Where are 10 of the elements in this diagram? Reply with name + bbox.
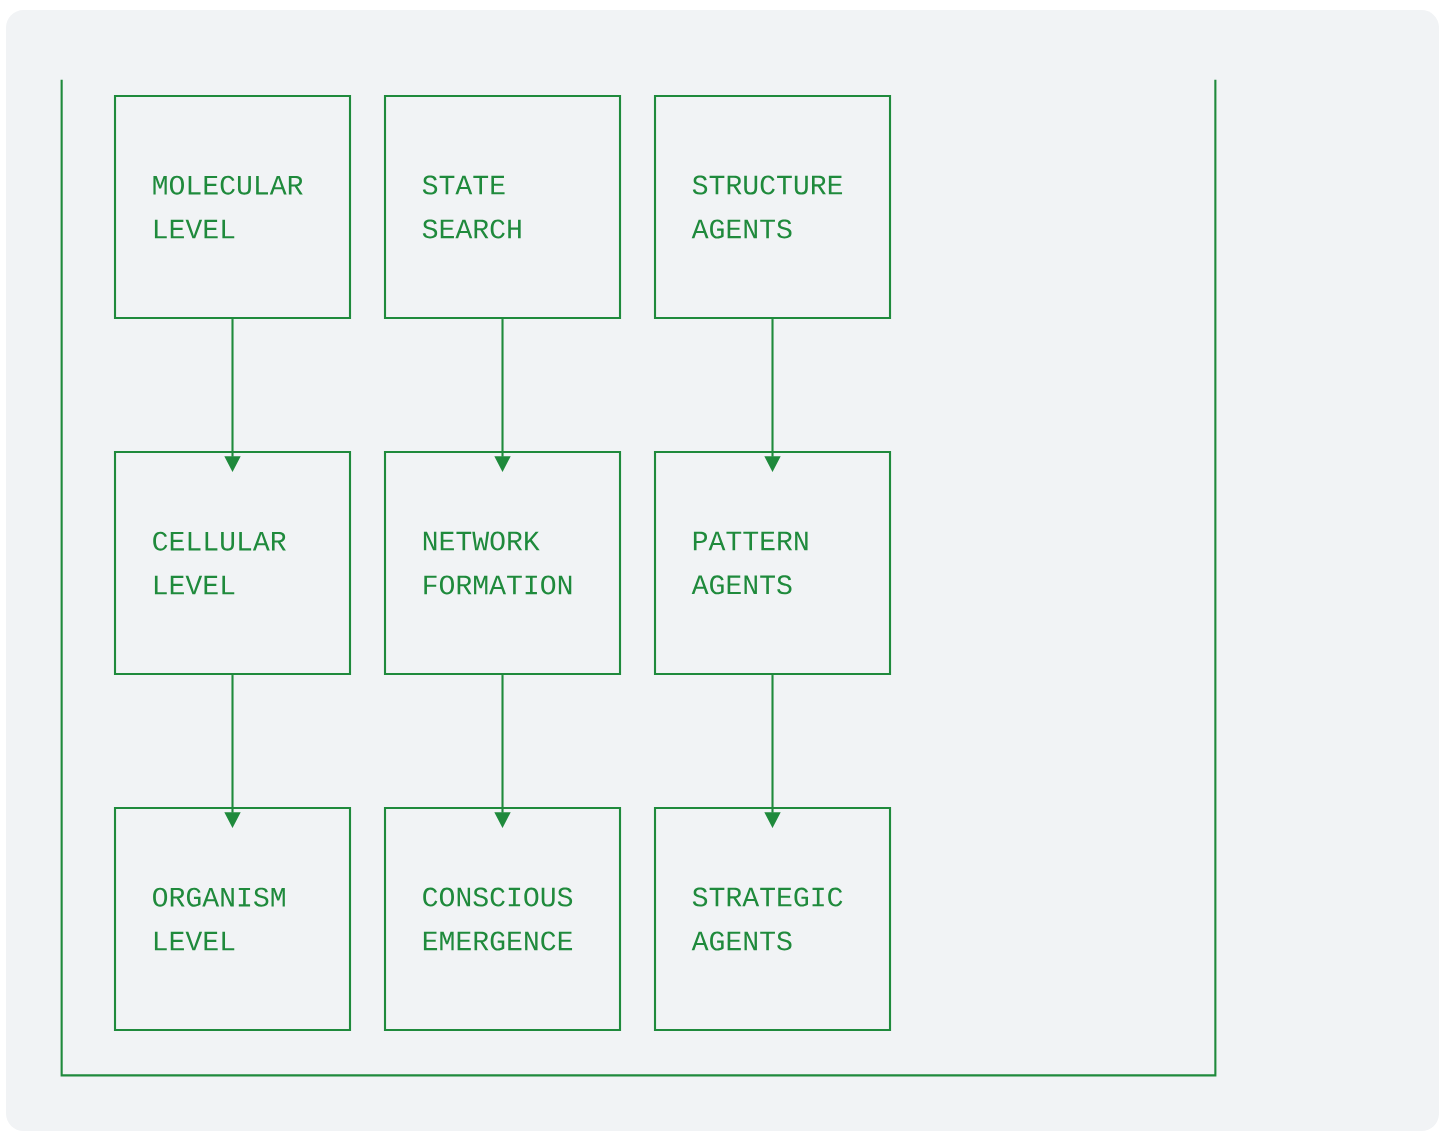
text-box: MOLECULAR LEVEL xyxy=(113,94,352,320)
text-box: PATTERN AGENTS xyxy=(653,450,892,676)
text-box: STRUCTURE AGENTS xyxy=(653,94,892,320)
text-box: CONSCIOUS EMERGENCE xyxy=(383,806,622,1032)
text-box: CELLULAR LEVEL xyxy=(113,450,352,676)
text-box: STRATEGIC AGENTS xyxy=(653,806,892,1032)
text-box: STATE SEARCH xyxy=(383,94,622,320)
frame xyxy=(60,79,1217,1077)
text-box: NETWORK FORMATION xyxy=(383,450,622,676)
text-box: ORGANISM LEVEL xyxy=(113,806,352,1032)
